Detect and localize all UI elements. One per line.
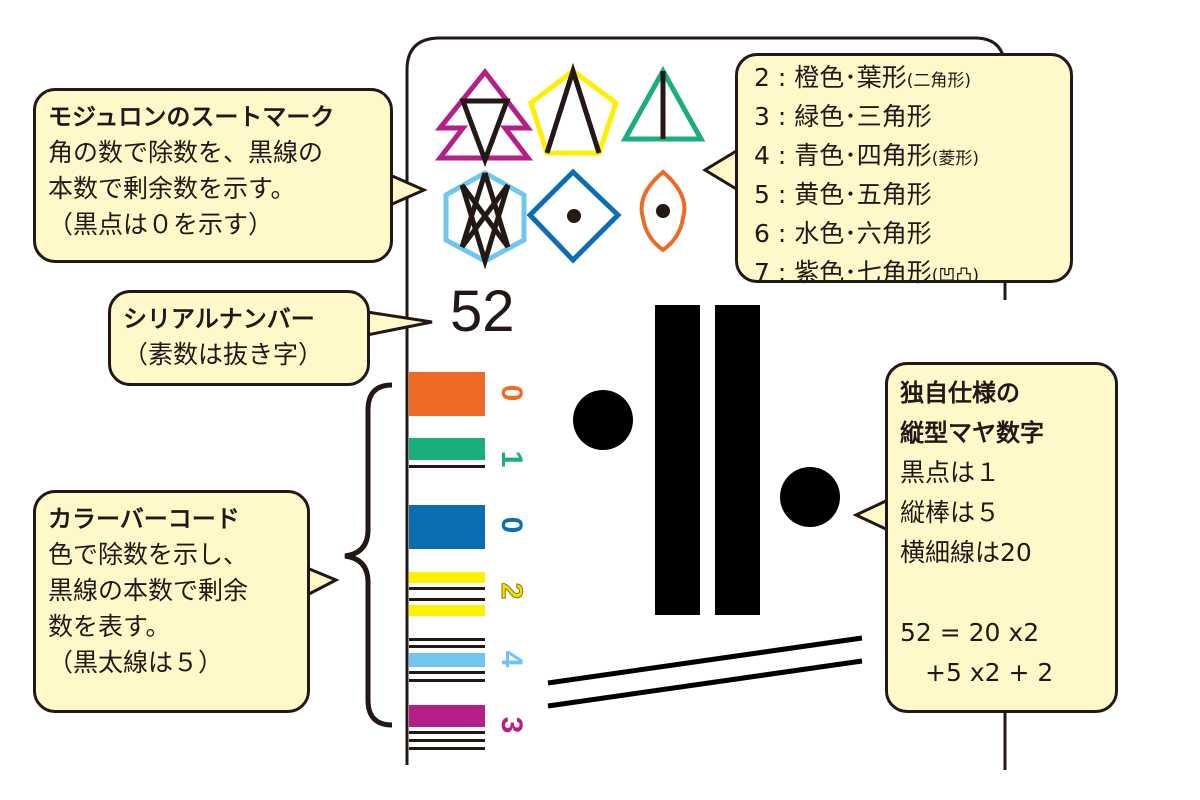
colorbar-title: カラーバーコード — [48, 505, 240, 533]
legend-item: 6 : 水色･六角形 — [754, 219, 932, 248]
barcode-digit: 0 — [495, 384, 528, 402]
suit-mark-7-magenta — [434, 67, 534, 168]
maya-line: 横細線は20 — [900, 538, 1032, 567]
suit-mark-5-yellow — [528, 62, 619, 156]
barcode-digit: 3 — [495, 716, 528, 734]
modulon-callout: モジュロンのスートマーク 角の数で除数を、黒線の 本数で剰余数を示す。 （黒点は… — [33, 88, 393, 263]
serial-title: シリアルナンバー — [123, 305, 315, 333]
suit-mark-3-green — [620, 65, 706, 142]
modulon-line: 本数で剰余数を示す。 — [48, 174, 296, 203]
maya-line: 黒点は１ — [900, 458, 1001, 487]
legend-item: 4 : 青色･四角形(菱形) — [754, 141, 979, 170]
maya-line — [900, 573, 1103, 613]
maya-title: 縦型マヤ数字 — [900, 419, 1044, 447]
colorbar-line: 色で除数を示し、 — [48, 540, 249, 569]
serial-line: （素数は抜き字） — [123, 340, 324, 369]
color-bar-code — [409, 372, 485, 750]
maya-line: 52 = 20 x2 — [900, 618, 1040, 647]
barcode-digit: 2 — [495, 582, 529, 600]
barcode-digit: 1 — [495, 450, 528, 468]
suit-mark-6-lightblue — [443, 170, 527, 270]
suit-mark-2-orange — [639, 169, 687, 253]
legend-item: 3 : 緑色･三角形 — [754, 102, 932, 131]
serial-callout: シリアルナンバー （素数は抜き字） — [108, 290, 370, 386]
colorbar-line: （黒太線は５） — [48, 648, 224, 677]
maya-callout: 独自仕様の 縦型マヤ数字 黒点は１ 縦棒は５ 横細線は20 52 = 20 x2… — [885, 362, 1118, 713]
brace — [344, 382, 393, 728]
serial-number: 52 — [450, 279, 515, 344]
legend-item: 2 : 橙色･葉形(二角形) — [754, 63, 971, 92]
legend-item: 5 : 黄色･五角形 — [754, 180, 932, 209]
suit-mark-4-blue — [526, 168, 622, 264]
colorbar-line: 黒線の本数で剰余 — [48, 576, 249, 605]
modulon-line: 角の数で除数を、黒線の — [48, 138, 324, 167]
modulon-line: （黒点は０を示す） — [48, 210, 274, 239]
callout-pointers — [306, 148, 889, 597]
colorbar-callout: カラーバーコード 色で除数を示し、 黒線の本数で剰余 数を表す。 （黒太線は５） — [33, 490, 310, 713]
maya-numeral — [547, 305, 863, 709]
barcode-digit: 0 — [495, 516, 528, 534]
barcode-digit: 4 — [495, 650, 528, 668]
legend-callout: 2 : 橙色･葉形(二角形) 3 : 緑色･三角形 4 : 青色･四角形(菱形)… — [735, 53, 1073, 287]
maya-line: +5 x2 + 2 — [900, 658, 1054, 687]
modulon-title: モジュロンのスートマーク — [48, 103, 335, 131]
legend-item: 7 : 紫色･七角形(凹凸) — [754, 258, 979, 287]
colorbar-line: 数を表す。 — [48, 612, 171, 641]
maya-title: 独自仕様の — [900, 379, 1020, 407]
maya-line: 縦棒は５ — [900, 498, 1001, 527]
